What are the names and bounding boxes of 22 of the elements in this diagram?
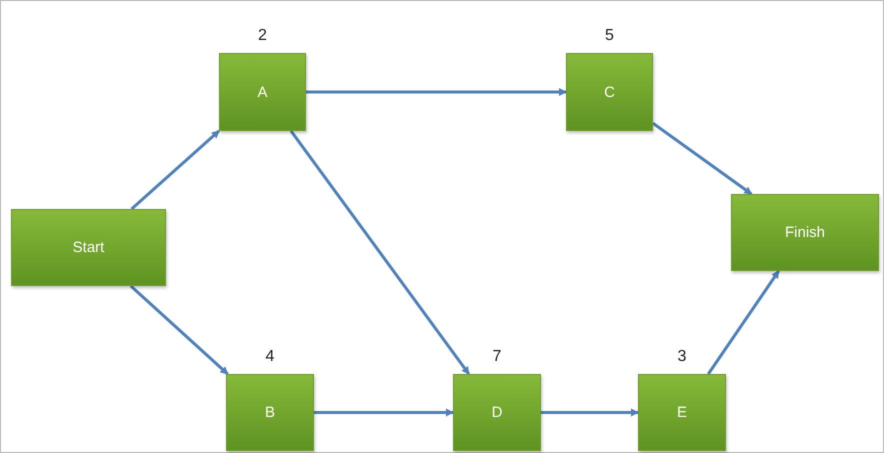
duration-label: 2 (257, 27, 268, 45)
task-box (731, 194, 879, 271)
duration-label: 7 (492, 348, 502, 366)
arrow (707, 270, 780, 375)
duration-label: 3 (676, 348, 688, 366)
arrow (130, 130, 220, 210)
task-label: Finish (784, 224, 825, 241)
arrow (652, 122, 752, 196)
arrow (290, 130, 470, 375)
arrow (130, 284, 229, 376)
task-label: D (492, 404, 502, 421)
task-label: C (604, 84, 615, 100)
arrow (306, 88, 567, 96)
task-label: E (676, 404, 687, 421)
arrow (541, 408, 639, 416)
task-box (11, 209, 166, 286)
arrow (314, 408, 454, 416)
task-label: B (264, 404, 275, 421)
duration-label: 4 (264, 348, 276, 366)
task-label: A (257, 84, 268, 100)
task-label: Start (72, 239, 104, 256)
duration-label: 5 (604, 27, 615, 45)
